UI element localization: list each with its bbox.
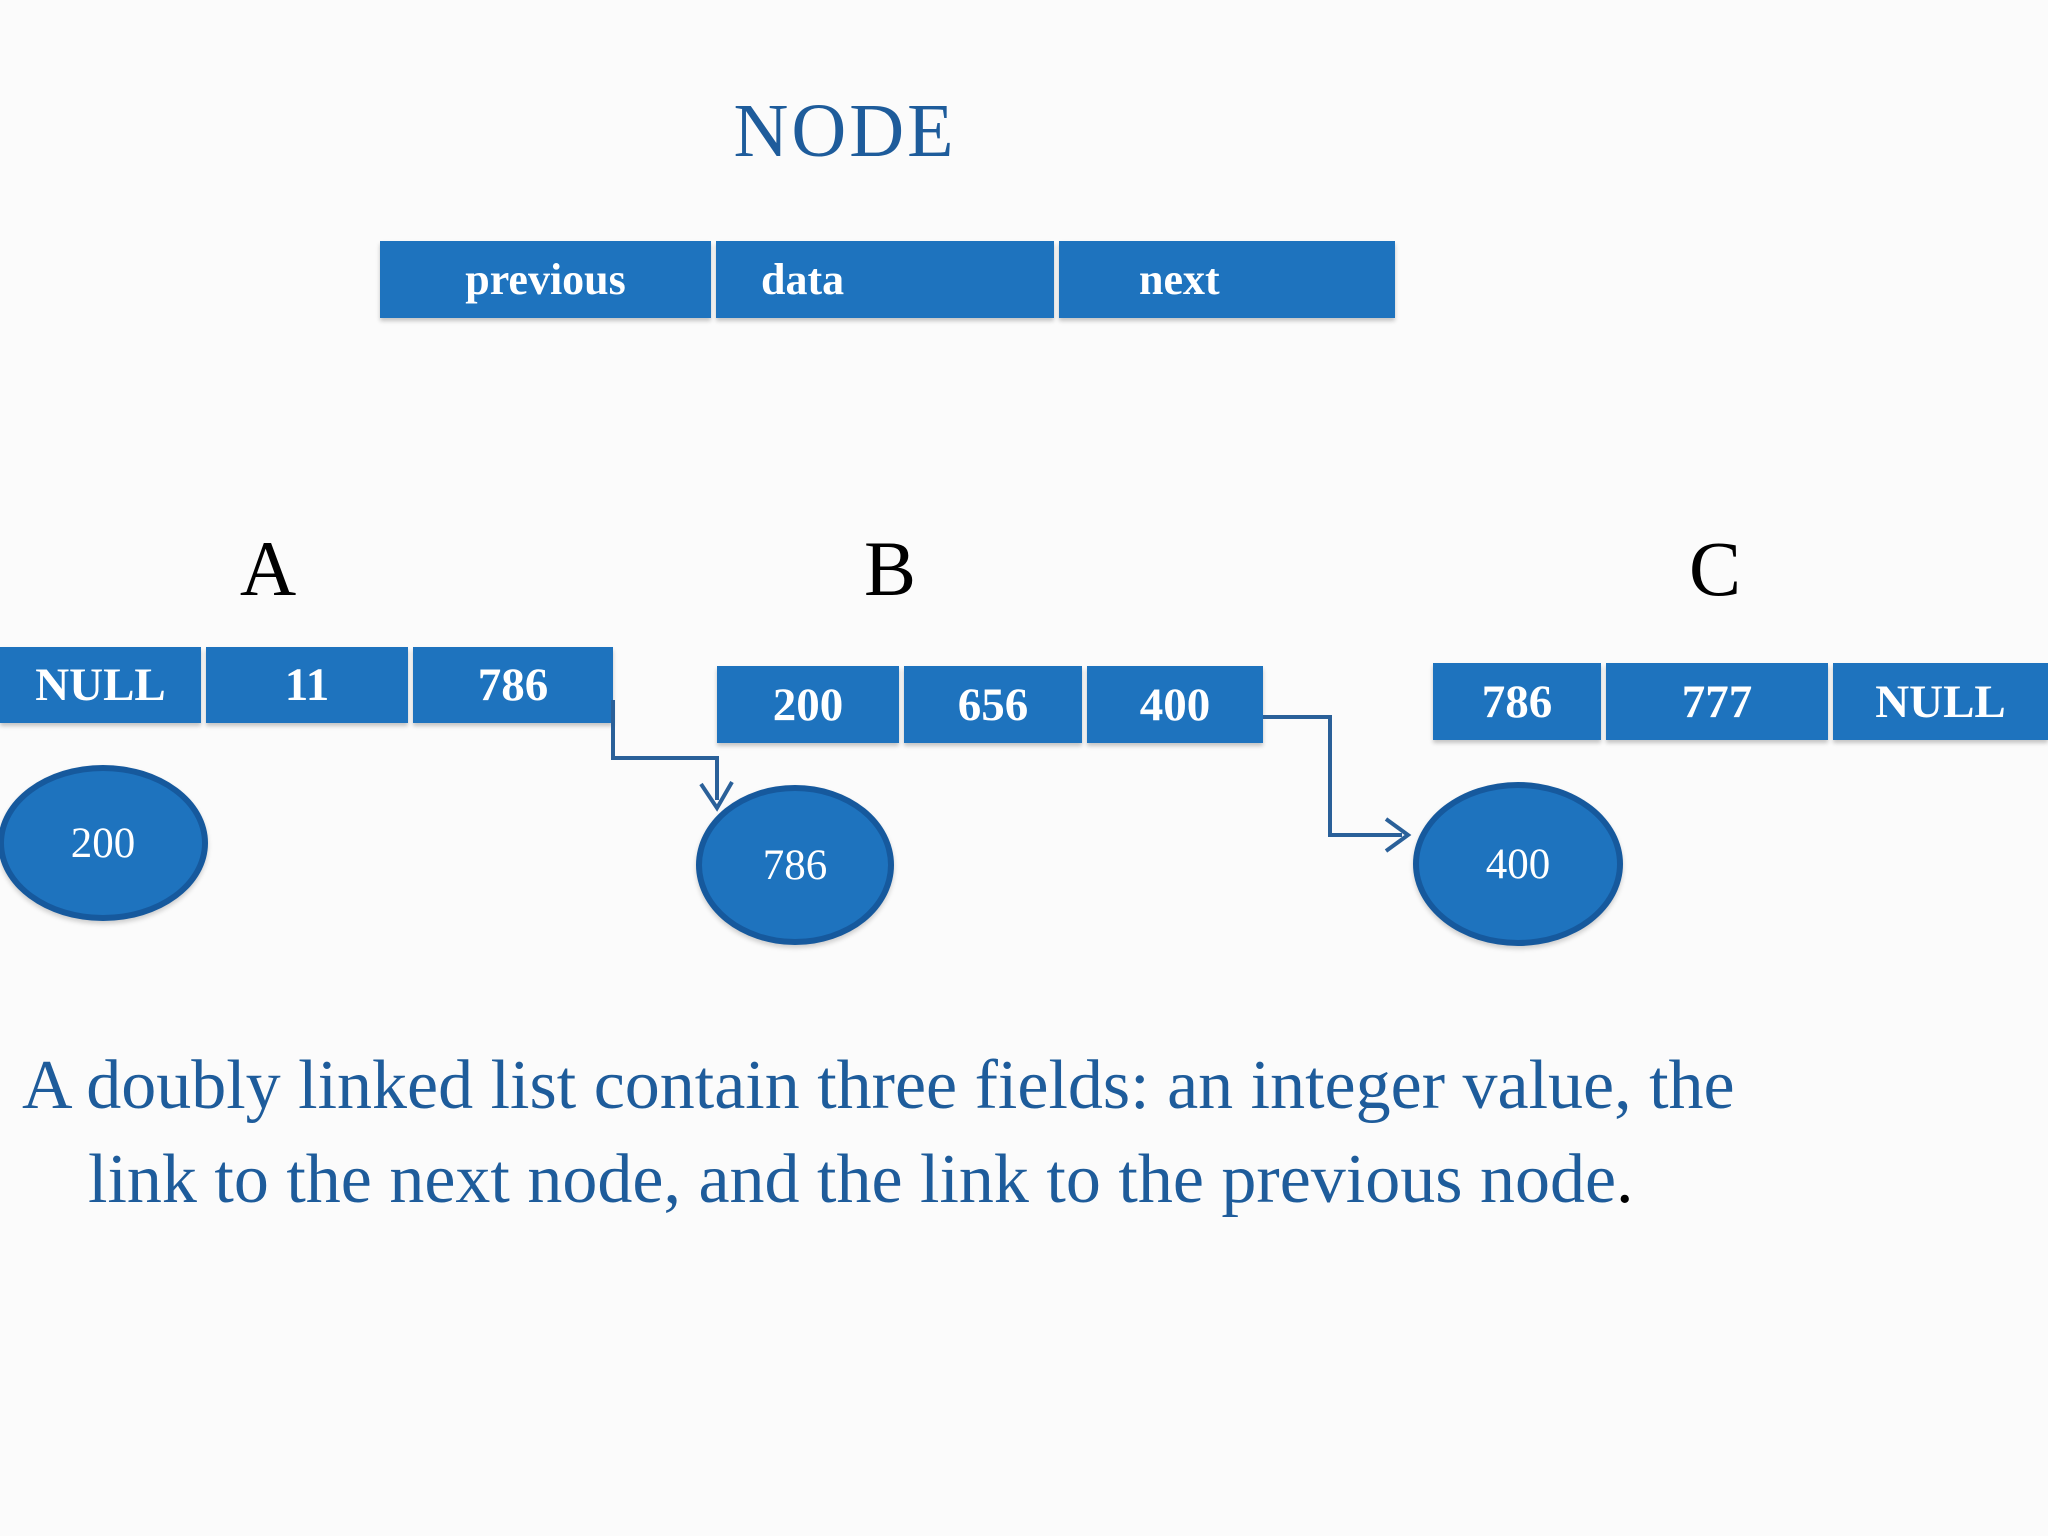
header-cell-data: data bbox=[716, 241, 1054, 318]
caption-period: . bbox=[1616, 1141, 1634, 1218]
node-b-cell-next: 400 bbox=[1087, 666, 1263, 743]
caption-line-1-text: A doubly linked list contain three field… bbox=[22, 1047, 1735, 1124]
caption-line-1: A doubly linked list contain three field… bbox=[22, 1046, 1735, 1126]
arrowhead-down-icon bbox=[699, 781, 734, 812]
address-ellipse-786-value: 786 bbox=[762, 841, 828, 889]
connector-a-next-to-786 bbox=[611, 700, 719, 800]
node-c-cell-previous: 786 bbox=[1433, 663, 1601, 740]
header-cell-next: next bbox=[1059, 241, 1395, 318]
node-c-label: C bbox=[1688, 525, 1742, 612]
address-ellipse-200-value: 200 bbox=[70, 819, 136, 867]
node-b-cell-data: 656 bbox=[904, 666, 1082, 743]
connector-b-next-to-400 bbox=[1263, 715, 1402, 837]
node-a-cell-previous: NULL bbox=[0, 647, 201, 723]
node-a-label: A bbox=[239, 525, 297, 612]
diagram-title: NODE bbox=[733, 89, 957, 173]
header-cell-previous: previous bbox=[380, 241, 711, 318]
node-a-cell-data: 11 bbox=[206, 647, 408, 723]
address-ellipse-400: 400 bbox=[1413, 782, 1623, 946]
node-b-cell-previous: 200 bbox=[717, 666, 899, 743]
address-ellipse-200: 200 bbox=[0, 765, 208, 921]
arrowhead-right-icon bbox=[1384, 817, 1412, 853]
address-ellipse-400-value: 400 bbox=[1485, 840, 1551, 888]
node-c-cell-data: 777 bbox=[1606, 663, 1828, 740]
node-b-label: B bbox=[863, 525, 917, 612]
address-ellipse-786: 786 bbox=[696, 785, 894, 945]
caption-line-2: link to the next node, and the link to t… bbox=[88, 1140, 1634, 1220]
node-c-cell-next: NULL bbox=[1833, 663, 2048, 740]
node-a-cell-next: 786 bbox=[413, 647, 613, 723]
caption-line-2-text: link to the next node, and the link to t… bbox=[88, 1141, 1617, 1218]
